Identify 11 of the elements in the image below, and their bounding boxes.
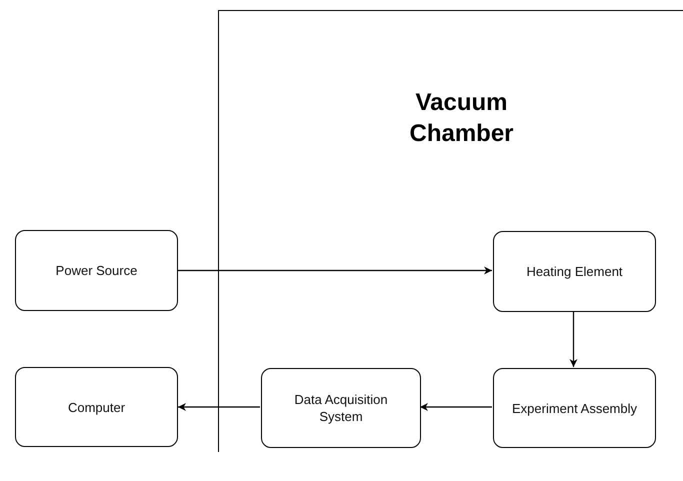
arrow	[570, 311, 578, 367]
process-box: Power Source	[15, 230, 178, 311]
chamber-title: Vacuum Chamber	[408, 88, 515, 149]
process-box: Heating Element	[493, 231, 656, 312]
arrow	[178, 266, 492, 274]
arrow	[178, 403, 260, 411]
arrow	[420, 403, 492, 411]
process-box: Computer	[15, 367, 178, 447]
chamber-outline	[218, 10, 683, 452]
process-box: Data Acquisition System	[261, 368, 421, 448]
process-box: Experiment Assembly	[493, 368, 656, 448]
